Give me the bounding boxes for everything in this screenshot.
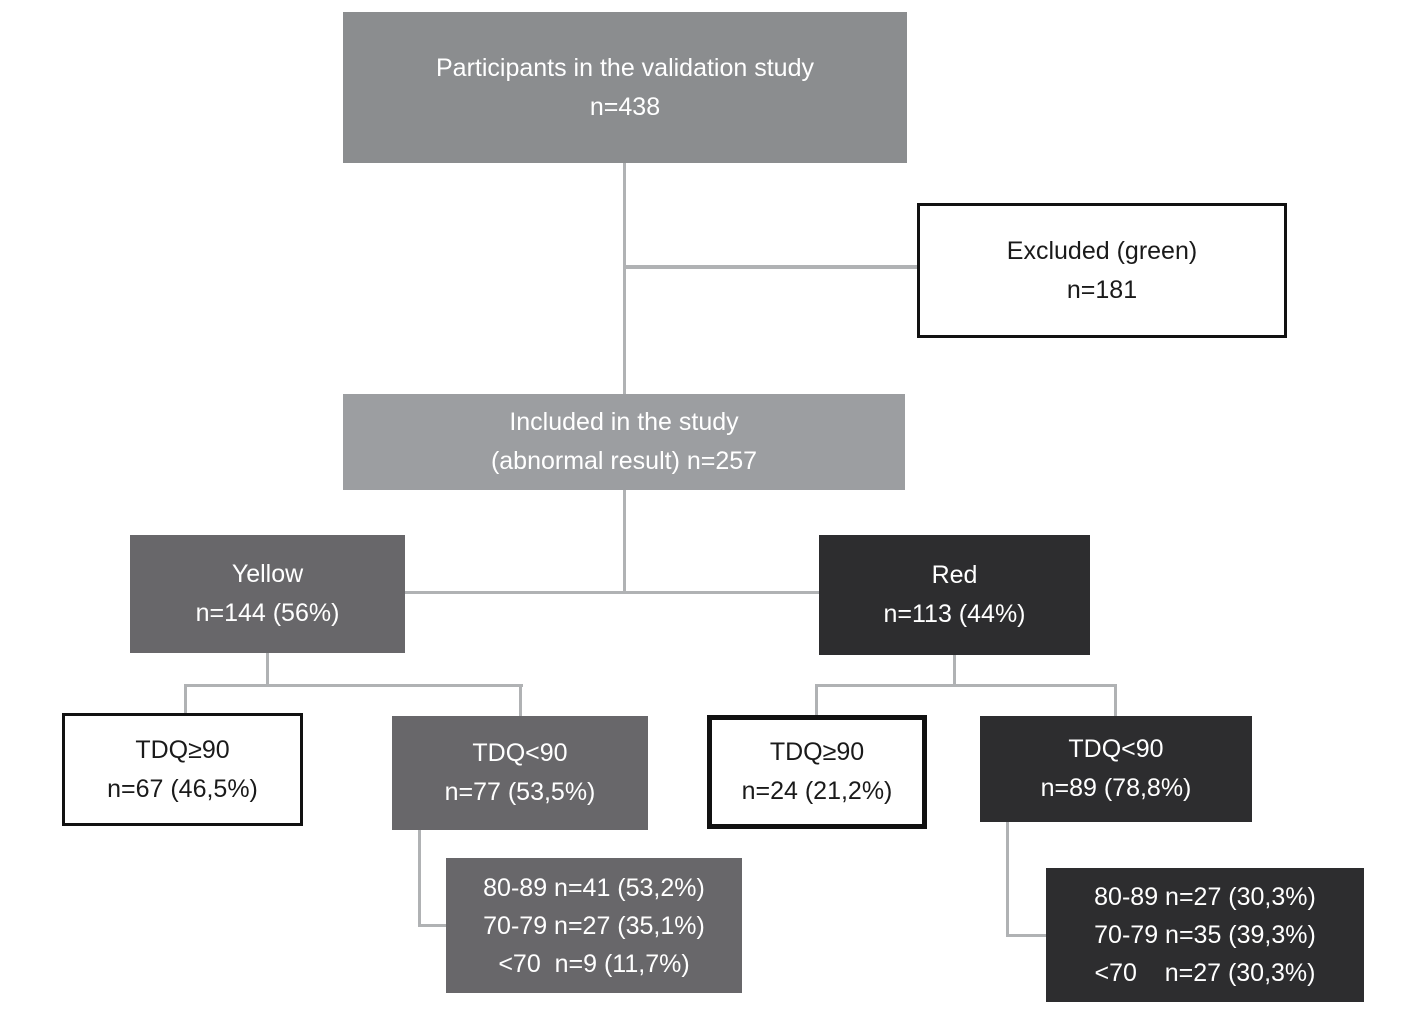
box-participants: Participants in the validation study n=4…: [343, 12, 907, 163]
excluded-count: n=181: [1066, 275, 1138, 304]
excluded-label: Excluded (green): [1006, 236, 1198, 265]
box-red: Red n=113 (44%): [819, 535, 1090, 655]
red-label: Red: [931, 561, 978, 589]
box-yellow-tdq-ge90: TDQ≥90 n=67 (46,5%): [62, 713, 303, 826]
connector-red-down: [953, 655, 956, 687]
red-breakdown-line-70-79: 70-79 n=35 (39,3%): [1094, 921, 1316, 949]
red-tdq-lt90-label: TDQ<90: [1068, 735, 1164, 763]
box-included: Included in the study (abnormal result) …: [343, 394, 905, 490]
connector-yellow-tdq-lt-drop: [519, 684, 522, 717]
red-tdq-lt90-count: n=89 (78,8%): [1040, 774, 1192, 802]
box-red-tdq-lt90: TDQ<90 n=89 (78,8%): [980, 716, 1252, 822]
yellow-tdq-ge90-count: n=67 (46,5%): [107, 774, 258, 803]
connector-included-down: [623, 490, 626, 593]
connector-red-tbar: [815, 684, 1117, 687]
connector-yellow-breakdown-vert: [418, 830, 421, 927]
red-tdq-ge90-count: n=24 (21,2%): [741, 777, 893, 805]
box-yellow-tdq-lt90: TDQ<90 n=77 (53,5%): [392, 716, 648, 830]
connector-yellow-tdq-ge-drop: [184, 684, 187, 714]
connector-yellow-red-bar: [405, 591, 819, 594]
connector-participants-to-included: [623, 162, 626, 394]
box-yellow-breakdown: 80-89 n=41 (53,2%) 70-79 n=27 (35,1%) <7…: [446, 858, 742, 993]
yellow-label: Yellow: [231, 560, 304, 588]
connector-red-breakdown-horiz: [1006, 934, 1046, 937]
participants-label: Participants in the validation study: [436, 53, 814, 82]
red-breakdown-line-80-89: 80-89 n=27 (30,3%): [1094, 883, 1316, 911]
box-red-tdq-ge90: TDQ≥90 n=24 (21,2%): [707, 715, 927, 829]
red-count: n=113 (44%): [883, 600, 1026, 628]
connector-red-tdq-lt-drop: [1114, 684, 1117, 717]
yellow-breakdown-line-80-89: 80-89 n=41 (53,2%): [483, 873, 705, 902]
connector-yellow-breakdown-horiz: [418, 924, 447, 927]
yellow-tdq-lt90-count: n=77 (53,5%): [444, 778, 596, 806]
yellow-count: n=144 (56%): [195, 599, 340, 627]
connector-red-breakdown-vert: [1006, 821, 1009, 937]
connector-yellow-tbar: [184, 684, 523, 687]
participants-count: n=438: [589, 92, 661, 121]
yellow-breakdown-line-70-79: 70-79 n=27 (35,1%): [483, 911, 705, 940]
yellow-breakdown-line-lt70: <70 n=9 (11,7%): [498, 949, 690, 978]
included-label: Included in the study: [509, 408, 739, 436]
red-breakdown-line-lt70: <70 n=27 (30,3%): [1094, 959, 1316, 987]
included-count: (abnormal result) n=257: [490, 447, 758, 475]
yellow-tdq-ge90-label: TDQ≥90: [135, 735, 230, 764]
connector-yellow-down: [266, 651, 269, 686]
connector-red-tdq-ge-drop: [815, 684, 818, 716]
box-red-breakdown: 80-89 n=27 (30,3%) 70-79 n=35 (39,3%) <7…: [1046, 868, 1364, 1002]
box-excluded: Excluded (green) n=181: [917, 203, 1287, 338]
yellow-tdq-lt90-label: TDQ<90: [472, 739, 568, 767]
box-yellow: Yellow n=144 (56%): [130, 535, 405, 653]
red-tdq-ge90-label: TDQ≥90: [769, 738, 865, 766]
connector-to-excluded: [625, 265, 917, 269]
